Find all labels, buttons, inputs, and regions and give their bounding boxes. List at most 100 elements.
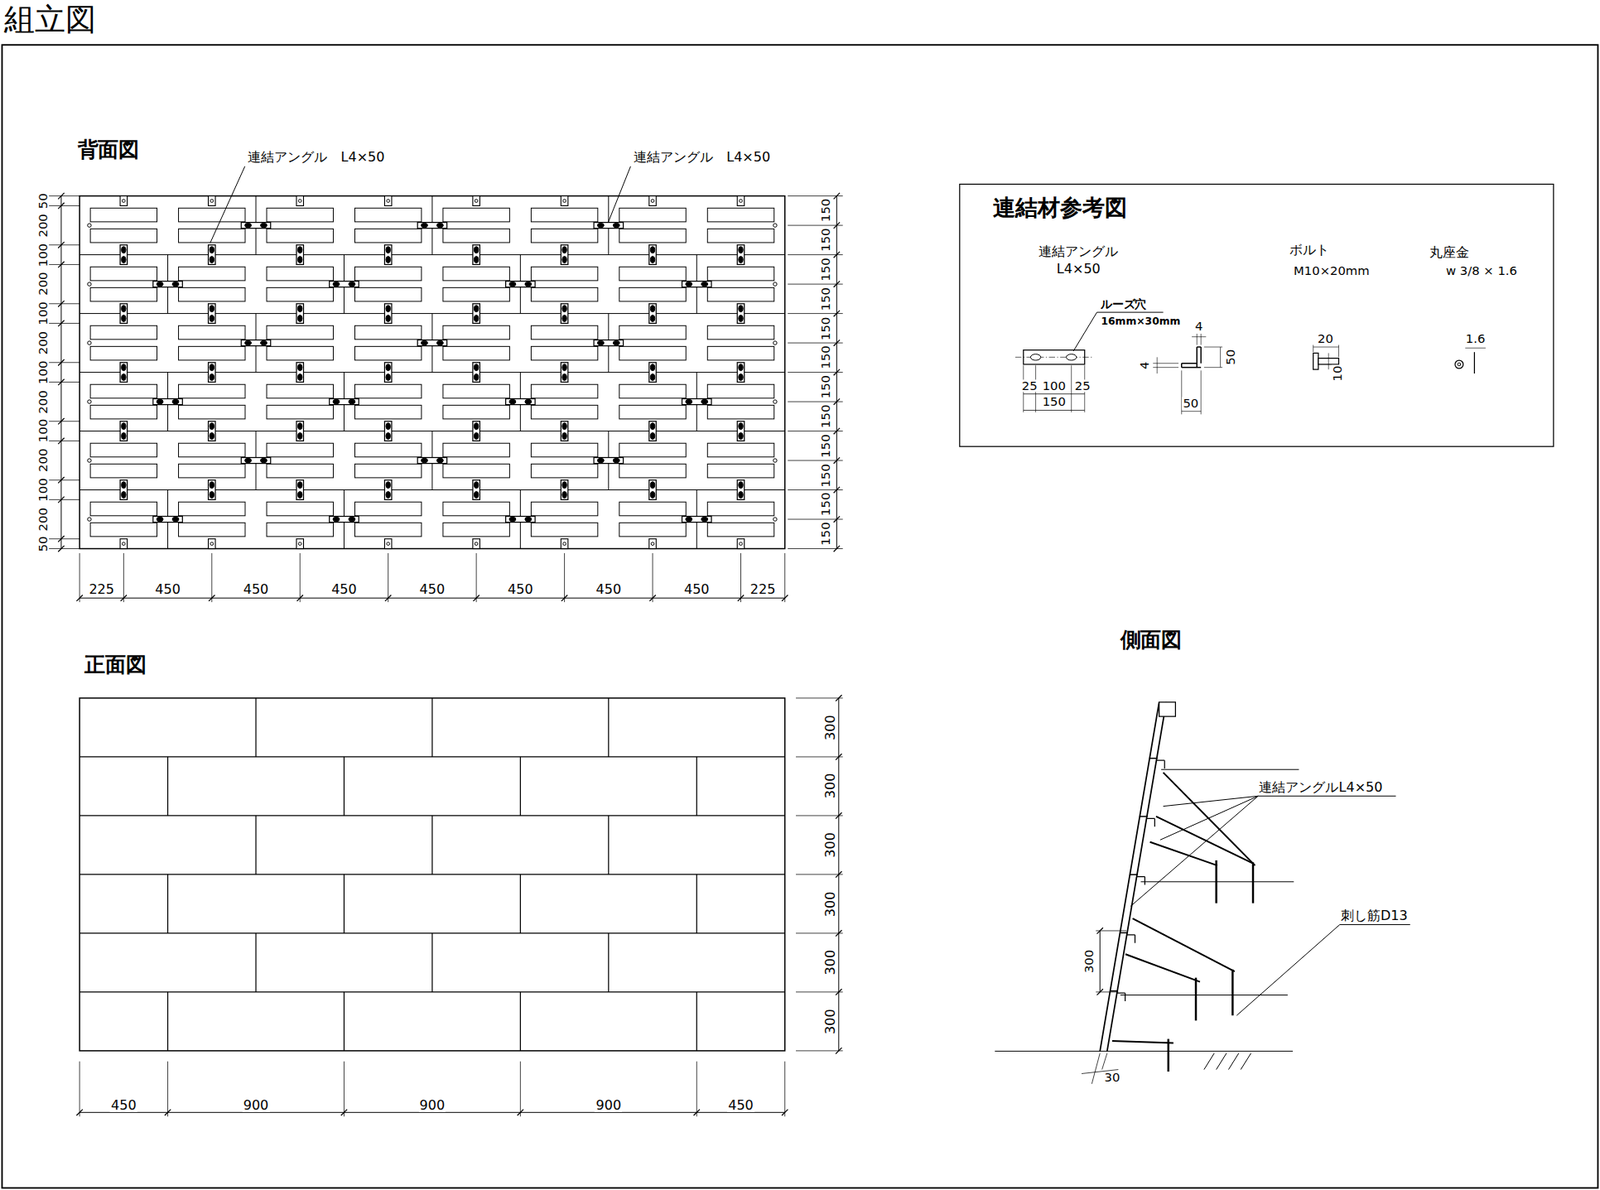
extension-line <box>211 553 213 603</box>
dimension-label: 225 <box>87 582 116 596</box>
bottom-tab <box>208 539 217 550</box>
connecting-angle <box>384 480 392 501</box>
edge-hole <box>87 341 92 345</box>
bolt-hole <box>172 399 179 404</box>
rib-pocket <box>707 266 774 281</box>
rib-pocket <box>619 287 686 302</box>
bolt-hole <box>738 491 743 499</box>
bolt-hole <box>298 433 303 440</box>
dimension-label: 200 <box>36 448 49 474</box>
extension-line <box>45 322 80 324</box>
dimension-line <box>1313 346 1340 348</box>
rib-pocket <box>707 501 774 516</box>
panel-step <box>1117 992 1126 994</box>
bolt-hole <box>738 256 743 264</box>
dimension-label: 4 <box>1138 360 1152 371</box>
extension-line <box>787 225 844 227</box>
dim-tick <box>1097 988 1104 995</box>
dimension-line <box>1328 352 1330 370</box>
bolt-hole <box>562 491 567 499</box>
bolt-hole <box>298 491 303 499</box>
connecting-angle <box>120 362 128 383</box>
dim-tick <box>693 1109 700 1116</box>
connecting-angle <box>682 399 712 405</box>
dim-tick <box>57 535 64 542</box>
bolt-hole <box>209 305 214 313</box>
bolt-hole <box>421 222 429 227</box>
dimension-line <box>1181 410 1201 412</box>
block-joint <box>696 874 698 934</box>
rib-pocket <box>443 384 510 399</box>
bolt-hole <box>298 305 303 313</box>
rib-pocket <box>90 463 157 478</box>
connecting-angle <box>120 245 128 266</box>
extension-line <box>787 430 844 432</box>
edge-hole <box>773 517 777 521</box>
extension-line <box>787 254 844 256</box>
connecting-angle <box>208 245 217 266</box>
rib-pocket <box>443 287 510 302</box>
extension-line <box>795 756 844 757</box>
dimension-line <box>1191 336 1206 338</box>
rib-pocket <box>266 207 333 222</box>
bolt-hole <box>121 481 126 489</box>
extension-line <box>1200 370 1202 415</box>
extension-line <box>787 548 844 550</box>
extension-line <box>652 553 654 603</box>
block-joint <box>343 992 345 1051</box>
bolt-hole <box>650 315 655 323</box>
bolt-hole <box>245 340 252 345</box>
bolt-hole <box>348 516 356 521</box>
rib-pocket <box>619 404 686 420</box>
dim-tick <box>833 310 840 317</box>
block-joint <box>696 756 698 816</box>
washer-symbol <box>1457 362 1461 367</box>
connecting-angle <box>296 303 304 324</box>
ground-hatch <box>1228 1053 1239 1070</box>
dimension-label: 150 <box>819 285 832 312</box>
dimension-line <box>1023 409 1085 411</box>
panel-step <box>1164 760 1166 769</box>
dim-tick <box>120 594 127 601</box>
connecting-angle <box>1125 954 1200 982</box>
connecting-angle <box>153 399 183 405</box>
dim-tick <box>57 261 64 268</box>
extension-line <box>795 932 844 934</box>
bolt-hole <box>332 281 340 286</box>
bolt-hole <box>209 481 214 489</box>
dimension-label: 丸座金 <box>1427 245 1470 259</box>
dim-tick <box>385 594 391 601</box>
sheet-title: 組立図 <box>3 4 97 35</box>
connecting-angle <box>417 222 447 229</box>
rib-pocket <box>178 404 246 420</box>
dimension-label: 50 <box>1224 348 1238 367</box>
connecting-angle <box>329 399 359 405</box>
bolt-hole <box>650 246 655 254</box>
dim-tick <box>517 1109 524 1116</box>
rib-pocket <box>619 501 686 516</box>
bolt-hole <box>738 305 743 313</box>
dimension-label: 200 <box>36 271 49 298</box>
bolt-hole <box>701 281 709 286</box>
extension-line <box>45 244 80 246</box>
bottom-tab <box>384 539 392 550</box>
rib-pocket <box>530 384 598 399</box>
bolt-hole <box>209 491 214 499</box>
edge-hole <box>87 223 92 227</box>
dimension-label: 450 <box>594 582 622 596</box>
bolt-hole <box>650 256 655 264</box>
connecting-angle <box>560 421 569 442</box>
block-joint <box>431 815 433 875</box>
tab-hole <box>121 542 126 546</box>
top-tab <box>472 196 481 207</box>
connecting-angle <box>240 222 270 229</box>
panel-step <box>1139 815 1148 817</box>
rib-pocket <box>707 228 774 243</box>
extension-line <box>79 1061 81 1118</box>
dimension-label: 450 <box>330 582 358 596</box>
connecting-angle <box>208 303 217 324</box>
panel-step <box>1119 932 1128 934</box>
extension-line <box>787 195 844 197</box>
extension-line <box>45 548 80 550</box>
